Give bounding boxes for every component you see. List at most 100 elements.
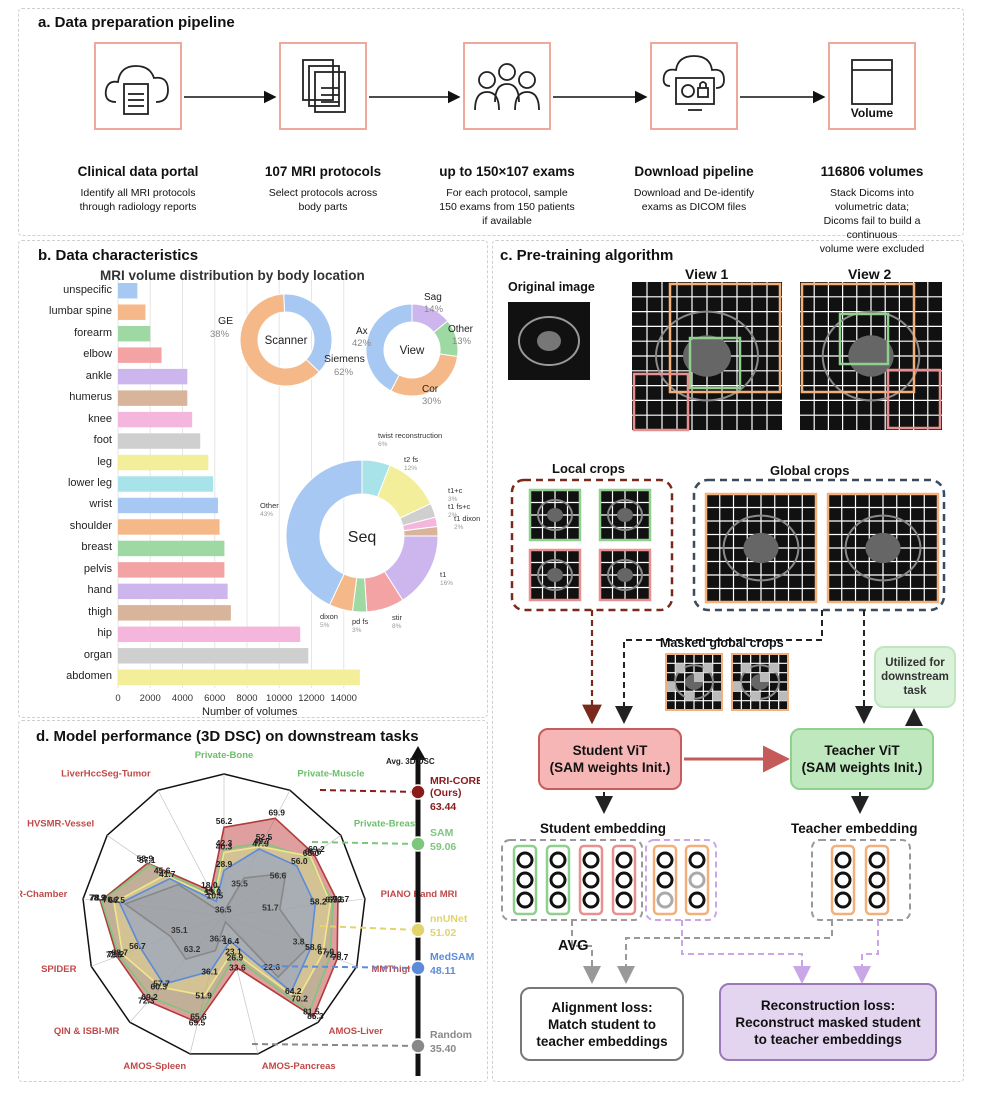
embedding-token: [834, 871, 852, 889]
embedding-token: [834, 891, 852, 909]
local-crops-label: Local crops: [552, 461, 625, 476]
teacher-embedding-group: [811, 839, 911, 921]
step-desc-1: Identify all MRI protocols through radio…: [79, 187, 197, 213]
step-title-3: up to 150×107 exams: [439, 164, 575, 179]
radar-value-label: 10.5: [207, 891, 224, 901]
radar-value-label: 36.1: [201, 966, 218, 976]
panel-b-title: b. Data characteristics: [38, 247, 199, 264]
legend-name: MedSAM: [430, 951, 475, 963]
seq-label: t1+c: [448, 486, 463, 495]
view-center-label: View: [400, 345, 425, 357]
radar-axis-label: AMOS-Spleen: [123, 1061, 186, 1072]
seq-pct: 2%: [448, 512, 458, 519]
radar-axis-label: QIN & ISBI-MR: [54, 1026, 120, 1037]
x-tick-label: 4000: [172, 693, 193, 704]
seq-label: t1 dixon: [454, 514, 480, 523]
anatomy-shape: [743, 532, 779, 564]
scanner-pct: 62%: [334, 367, 354, 378]
step-desc-4: Download and De-identify exams as DICOM …: [633, 187, 755, 213]
lock-shackle: [699, 81, 707, 88]
legend-value: 35.40: [430, 1043, 456, 1055]
legend-marker: [410, 960, 426, 976]
reconstruction-loss-desc: Reconstruct masked student to teacher em…: [735, 1014, 921, 1047]
embedding-token: [656, 871, 674, 889]
masked-crop: [732, 654, 788, 710]
crop-border: [598, 488, 652, 542]
local-crop: [530, 550, 580, 600]
utilized-downstream-box: Utilized for downstream task: [874, 646, 956, 708]
bar: [118, 433, 201, 449]
step-desc-5: Stack Dicoms into volumetric data; Dicom…: [819, 187, 925, 255]
radar-value-label: 57.1: [139, 855, 156, 865]
radar-value-label: 18.0: [201, 880, 218, 890]
radar-value-label: 67.0: [318, 947, 335, 957]
lock-body: [697, 87, 709, 98]
embedding-token: [582, 851, 600, 869]
radar-value-label: 58.6: [305, 942, 322, 952]
embedding-token: [656, 891, 674, 909]
local-crop: [600, 550, 650, 600]
masked-patch: [712, 691, 722, 701]
bar: [118, 562, 225, 578]
x-tick-label: 2000: [140, 693, 161, 704]
radar-value-label: 70.2: [103, 894, 120, 904]
local-crop-outline: [838, 312, 890, 366]
anatomy-shape: [547, 568, 563, 582]
x-tick-label: 12000: [298, 693, 324, 704]
person-head: [518, 71, 536, 89]
step-title-5: 116806 volumes: [820, 164, 924, 179]
arrow-teacher-to-alignment: [617, 920, 833, 984]
bar: [118, 583, 228, 600]
embedding-token: [516, 891, 534, 909]
radar-value-label: 67.9: [325, 895, 342, 905]
masked-global-crops-label: Masked global crops: [660, 636, 784, 650]
view-label: Other: [448, 324, 474, 335]
view-label: Sag: [424, 292, 442, 303]
panel-a-title: a. Data preparation pipeline: [38, 14, 235, 31]
person-body: [474, 91, 500, 111]
panel-c: [492, 240, 964, 1082]
radar-value-label: 78.9: [89, 893, 106, 903]
bar: [118, 605, 231, 621]
pretraining-diagram: [501, 282, 946, 984]
seq-label: dixon: [320, 612, 338, 621]
masked-embedding-group: [645, 839, 717, 921]
anatomy-shape: [607, 559, 643, 591]
anatomy-shape: [617, 568, 633, 582]
anatomy-shape: [537, 331, 561, 351]
radar-value-label: 69.5: [189, 1018, 206, 1028]
legend-leader-line: [251, 1043, 419, 1047]
step-box-1: [94, 42, 182, 130]
bar-label: leg: [97, 455, 112, 468]
seq-label: t2 fs: [404, 455, 418, 464]
panel-a: [18, 8, 964, 236]
bar-label: humerus: [69, 391, 112, 404]
arrow-teacher-to-reconstruction: [853, 920, 879, 984]
masked-patch: [694, 672, 704, 682]
radar-axis-label: HVSMR-Chamber: [20, 889, 68, 900]
embedding-token: [582, 871, 600, 889]
student-vit-box: Student ViT (SAM weights Init.): [538, 728, 682, 790]
bar: [118, 283, 138, 299]
bar-chart-title: MRI volume distribution by body location: [100, 268, 365, 283]
panel-d: [18, 720, 488, 1082]
monitor-shape: [675, 77, 715, 105]
radar-value-label: 28.9: [216, 859, 233, 869]
person-head: [478, 71, 496, 89]
embedding-token: [656, 851, 674, 869]
person-body: [494, 83, 520, 103]
bar-label: abdomen: [66, 670, 112, 683]
legend-value: 63.44: [430, 801, 456, 813]
bar-label: foot: [93, 434, 112, 447]
radar-value-label: 64.2: [285, 986, 302, 996]
radar-value-label: 70.2: [291, 993, 308, 1003]
scale-bar-arrowhead: [410, 746, 426, 760]
step-box-3: [463, 42, 551, 130]
embedding-token: [615, 851, 633, 869]
embedding-token: [615, 891, 633, 909]
radar-value-label: 72.5: [106, 950, 123, 960]
radar-value-label: 72.7: [333, 894, 350, 904]
radar-value-label: 26.9: [227, 952, 244, 962]
arrow-masked-to-student: [615, 610, 823, 724]
